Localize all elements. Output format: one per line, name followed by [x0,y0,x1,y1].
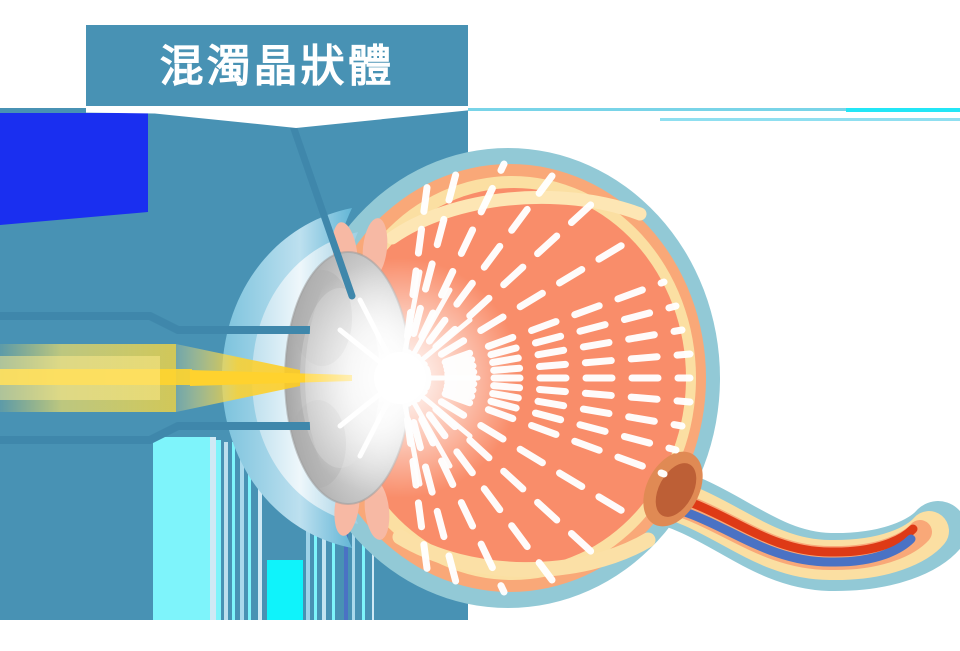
bg-artifact-f [240,445,244,620]
retina-highlight-bottom [392,529,656,578]
ray [398,374,638,522]
bg-artifact-b [210,437,216,620]
ray [398,374,432,580]
ray [398,172,556,382]
leader-line [280,96,356,300]
bg-accent-wedge [0,113,148,225]
ray [398,350,694,382]
light-aperture-lines [0,312,310,444]
scatter-core [374,352,426,404]
ray [398,374,686,430]
ray [398,234,638,382]
ray [398,374,694,406]
bg-artifact-k [314,455,317,620]
bg-artifact-h [258,448,262,620]
bg-artifact-g [248,446,251,620]
incoming-light-beam [0,344,352,412]
bg-artifact-j [306,452,310,620]
bg-artifact-top [846,108,960,112]
ray [398,374,556,584]
central-retinal-vein [647,498,916,567]
bg-artifact-mid [468,108,846,111]
callout-leader-line [280,96,356,300]
bg-artifact-top2 [660,118,960,121]
bg-artifact-d [224,442,228,620]
aperture-line-lower [0,422,310,444]
bg-artifact-o [352,465,355,620]
ray [398,160,508,382]
central-retinal-artery [649,487,918,557]
aperture-line-upper [0,312,310,334]
beam-glow [0,356,160,400]
bg-artifact-e [232,442,235,620]
scattered-light [305,160,694,596]
ray [398,374,668,478]
retina-highlight-top [385,190,647,245]
bg-artifact-a [153,437,210,620]
ray [398,326,686,382]
ray [398,374,680,454]
ray [398,374,462,594]
ray [398,278,668,382]
scattered-ray-lines [398,160,694,596]
callout-banner-label: 混濁晶狀體 [159,40,395,92]
ray [398,302,680,382]
ray [398,374,508,596]
optic-nerve-group [619,463,960,592]
ray [398,162,462,382]
bg-artifact-i [267,560,303,620]
callout-banner[interactable]: 混濁晶狀體 [86,25,468,108]
ray [398,176,432,382]
bg-artifact-c [216,440,221,620]
